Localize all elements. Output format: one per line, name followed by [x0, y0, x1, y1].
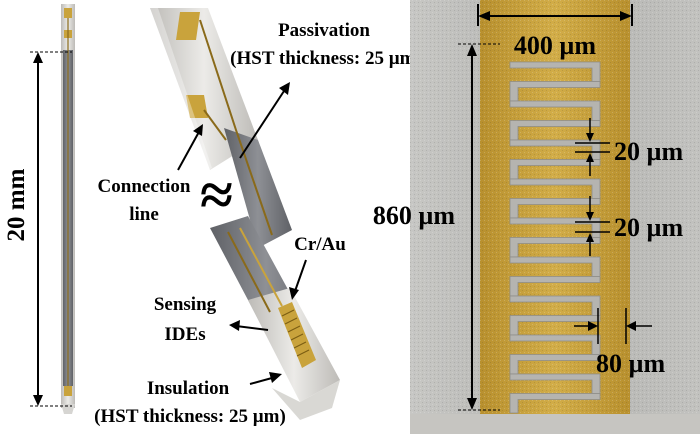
arrow-icon — [229, 320, 240, 331]
contact-pad-top — [64, 8, 72, 18]
arrow-left-icon — [626, 321, 636, 331]
arrow-icon — [279, 82, 290, 95]
length-dimension: 20 mm — [3, 51, 72, 407]
right-dimensions — [458, 4, 652, 411]
upper-pad — [176, 12, 200, 40]
middle-pad — [186, 95, 208, 118]
connection-line-label: line — [129, 204, 159, 225]
ide-gap — [509, 393, 601, 414]
passivation-thickness-label: (HST thickness: 25 µm) — [230, 48, 422, 69]
sem-image — [410, 0, 700, 434]
passivation-label: Passivation — [278, 20, 370, 41]
width-label: 400 µm — [514, 31, 596, 60]
probe-lower-segment — [210, 216, 340, 420]
probe-ide-region — [64, 386, 72, 396]
arrow-up-icon — [586, 233, 594, 242]
arrow-up-icon — [467, 44, 477, 56]
arrow-down-icon — [586, 133, 594, 142]
crau-arrow — [293, 259, 307, 295]
arrow-right-icon — [620, 11, 632, 21]
sensing-label: Sensing — [154, 294, 217, 315]
probe-rounded-tip — [272, 380, 340, 420]
insulation-arrow-line — [249, 377, 273, 385]
middle-arrows — [177, 82, 307, 385]
connection-trace-lower — [239, 227, 283, 307]
finger-gap-label: 20 µm — [614, 213, 683, 242]
finger-width-label: 20 µm — [614, 137, 683, 166]
arrow-icon — [269, 372, 282, 383]
height-label: 860 µm — [373, 201, 455, 230]
connection-trace-upper — [199, 19, 273, 236]
passivation-arrow — [239, 87, 287, 159]
arrow-right-icon — [588, 321, 598, 331]
ide-fingers — [509, 61, 601, 414]
length-label: 20 mm — [3, 168, 30, 241]
arrow-icon — [289, 287, 299, 300]
arrow-up-icon — [586, 153, 594, 162]
insulation-label: Insulation — [147, 378, 230, 399]
insulation-thickness-label: (HST thickness: 25 µm) — [94, 406, 286, 427]
crau-label: Cr/Au — [294, 234, 346, 255]
sensing-arrow — [235, 325, 269, 331]
arrow-up-icon — [33, 52, 43, 63]
arrow-down-icon — [586, 212, 594, 221]
overlap-label: 80 µm — [596, 349, 665, 378]
arrow-left-icon — [478, 11, 490, 21]
arrow-icon — [193, 124, 203, 136]
arrow-down-icon — [467, 398, 477, 410]
arrow-down-icon — [33, 395, 43, 406]
break-symbol: ≈ — [200, 162, 233, 228]
connection-label: Connection — [98, 176, 191, 197]
full-probe — [61, 4, 75, 414]
connection-arrow — [177, 129, 201, 171]
ides-label: IDEs — [164, 324, 205, 345]
